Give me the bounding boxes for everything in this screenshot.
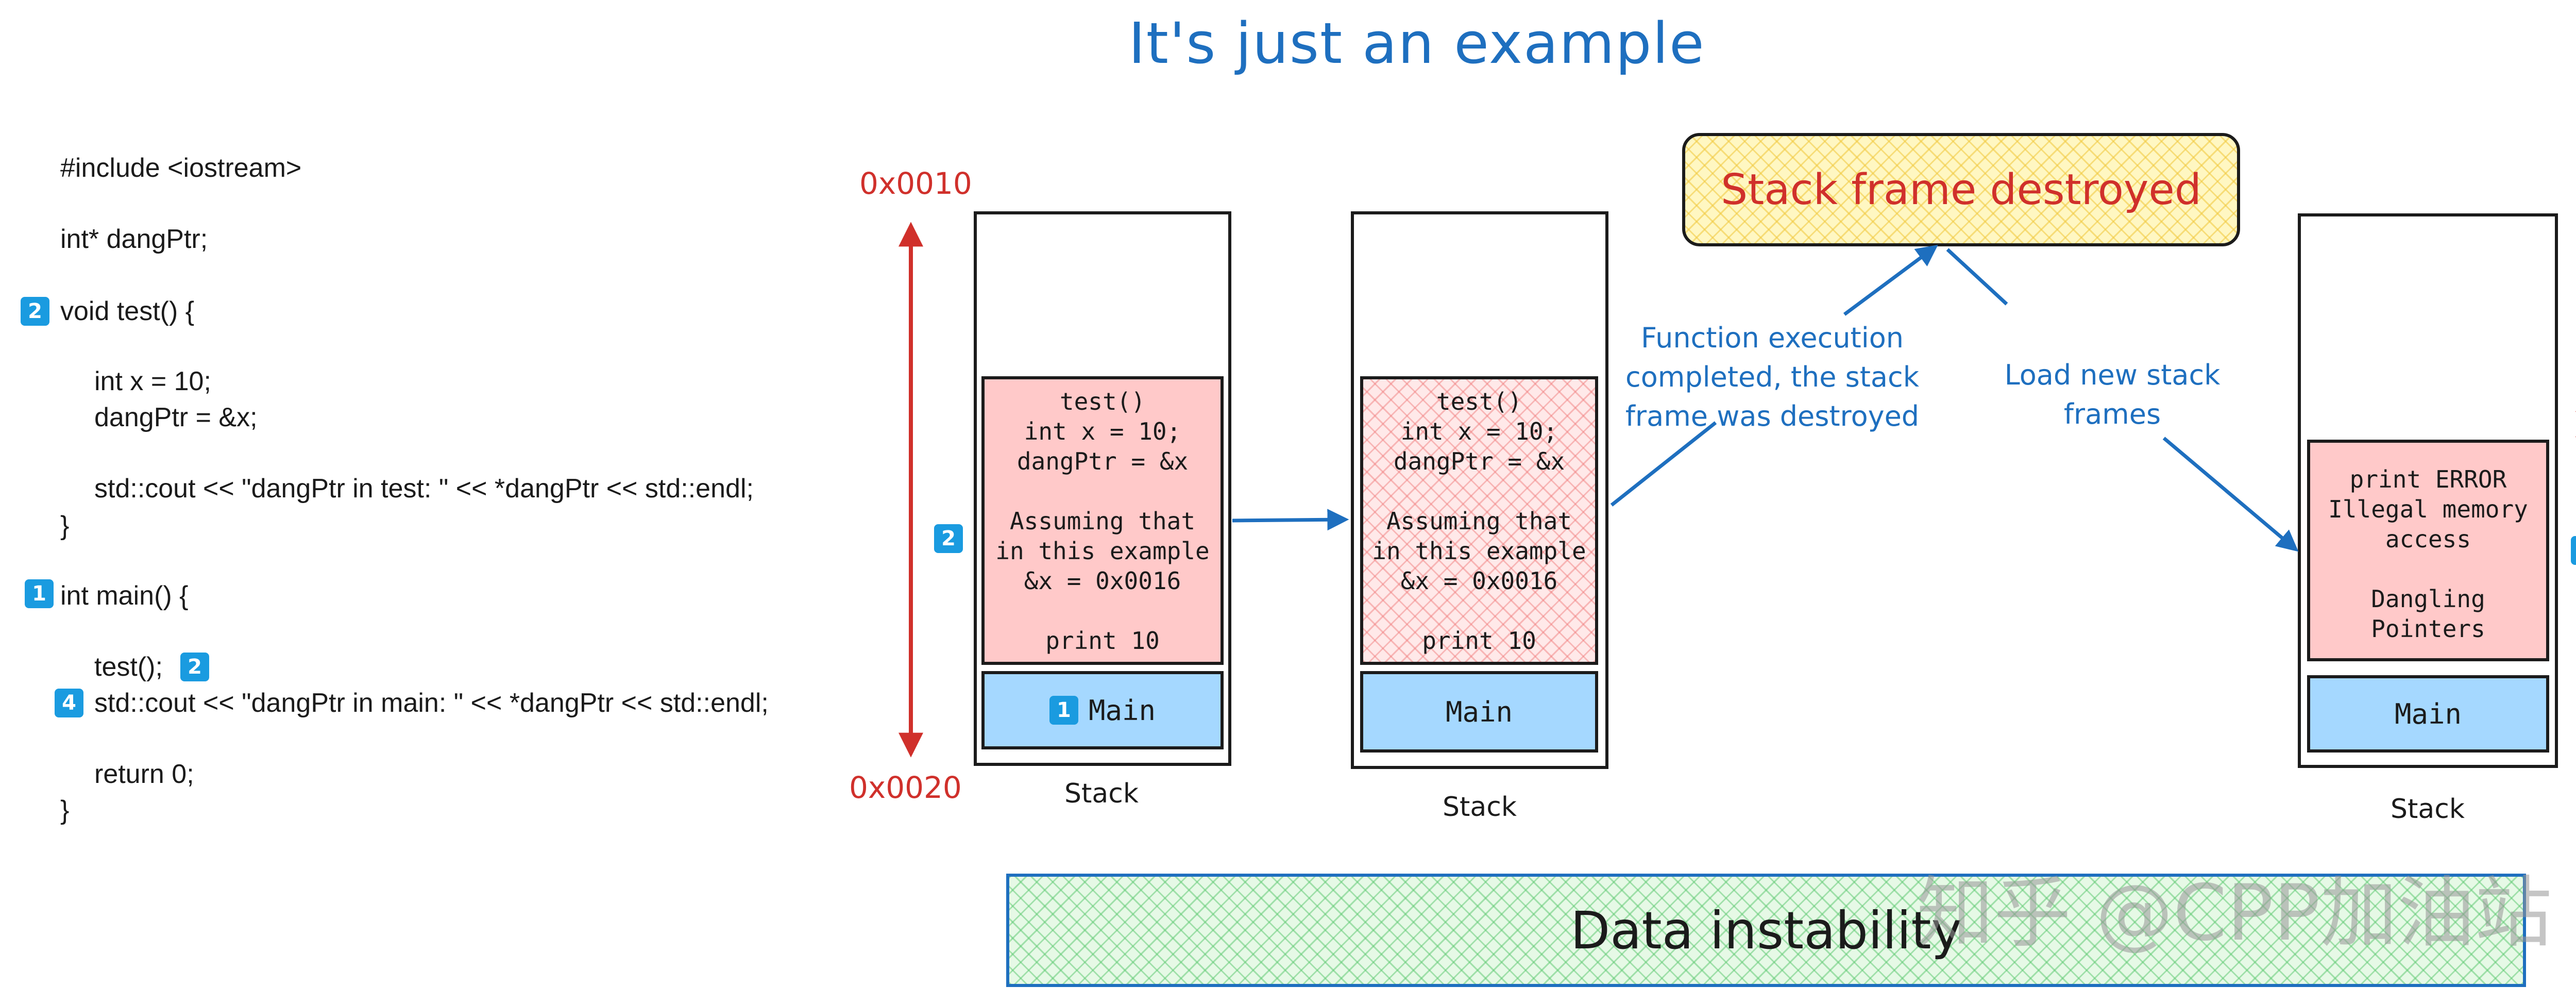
stack-3-error-frame: print ERROR Illegal memory access Dangli… — [2307, 440, 2549, 661]
diagram-title: It's just an example — [1128, 10, 1705, 76]
stack-1-test-frame: test() int x = 10; dangPtr = &x Assuming… — [981, 376, 1224, 665]
code-line-main-def: int main() { — [60, 581, 189, 611]
step-badge-stack-3: 4 — [2571, 536, 2576, 565]
arrow-stack2-to-destroyed-upper — [1843, 244, 1938, 316]
code-line-main-close: } — [60, 795, 70, 825]
stack-1-main-label: Main — [1088, 694, 1156, 727]
stack-3-main-frame: Main — [2307, 675, 2549, 753]
code-line-global-ptr: int* dangPtr; — [60, 224, 208, 254]
stack-2-test-frame-destroyed: test() int x = 10; dangPtr = &x Assuming… — [1360, 376, 1598, 665]
code-line-assign-ptr: dangPtr = &x; — [94, 403, 258, 432]
step-badge-stack-1: 2 — [934, 524, 963, 553]
code-line-cout-main: std::cout << "dangPtr in main: " << *dan… — [94, 688, 769, 718]
note-function-completed: Function execution completed, the stack … — [1625, 322, 1920, 432]
stack-1-label: Stack — [1064, 778, 1139, 809]
arrow-destroyed-to-stack3-upper — [1946, 248, 2008, 306]
data-instability-box: Data instability — [1006, 874, 2526, 987]
code-line-test-close: } — [60, 511, 70, 541]
step-badge-cout-main: 4 — [55, 689, 83, 717]
code-line-return: return 0; — [94, 759, 194, 789]
step-badge-test-def: 2 — [21, 297, 49, 326]
step-badge-main-def: 1 — [25, 579, 54, 608]
step-badge-main-frame: 1 — [1049, 696, 1078, 725]
code-line-test-call: test(); — [94, 652, 163, 682]
step-badge-test-call: 2 — [180, 653, 209, 681]
arrow-destroyed-to-stack3-lower — [2162, 437, 2299, 552]
error-cross-icon: ✕ — [2568, 397, 2576, 454]
arrow-stack2-to-destroyed-lower — [1610, 421, 1717, 507]
watermark: 知乎 @CPP加油站 — [1917, 868, 2552, 958]
stack-1-main-frame: 1 Main — [981, 671, 1224, 749]
address-bottom-label: 0x0020 — [849, 770, 962, 805]
arrow-stack1-to-stack2 — [1232, 509, 1349, 531]
code-line-include: #include <iostream> — [60, 153, 302, 183]
stack-frame-destroyed-banner: Stack frame destroyed — [1682, 133, 2240, 246]
stack-2-main-frame: Main — [1360, 671, 1598, 753]
stack-3-label: Stack — [2391, 794, 2465, 825]
address-top-label: 0x0010 — [859, 166, 972, 201]
code-line-cout-test: std::cout << "dangPtr in test: " << *dan… — [94, 474, 754, 504]
stack-2-label: Stack — [1443, 792, 1517, 823]
code-line-int-x: int x = 10; — [94, 366, 211, 396]
note-load-new-frames: Load new stack frames — [2004, 359, 2221, 430]
code-line-test-def: void test() { — [60, 296, 195, 326]
